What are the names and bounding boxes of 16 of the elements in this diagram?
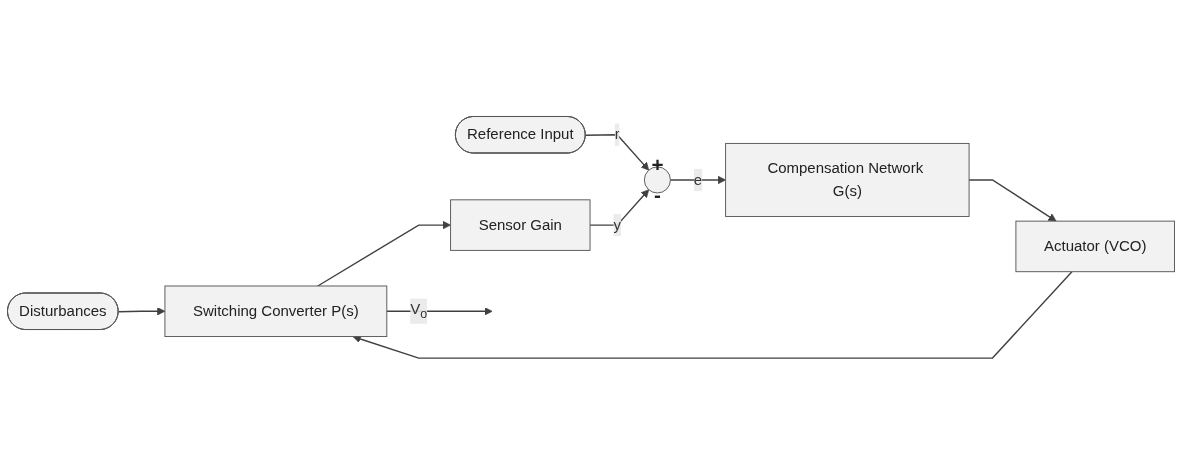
arrow: [584, 134, 650, 171]
node-box: Switching Converter P(s): [164, 285, 388, 338]
node-box: Compensation Network G(s): [725, 143, 970, 218]
edge-label: V$_{o}$: [410, 301, 428, 322]
edge-label: y: [613, 216, 621, 233]
arrow: [317, 221, 451, 287]
edge-label: e: [693, 171, 703, 188]
node-label: +: [651, 152, 664, 177]
node-box: Actuator (VCO): [1015, 220, 1175, 273]
node-label: -: [653, 183, 661, 208]
arrow: [352, 271, 1073, 359]
node-box: Sensor Gain: [450, 199, 591, 252]
edge-label: r: [614, 126, 620, 143]
arrow: [968, 179, 1057, 222]
arrow: [117, 307, 166, 316]
arrow: [589, 189, 650, 226]
